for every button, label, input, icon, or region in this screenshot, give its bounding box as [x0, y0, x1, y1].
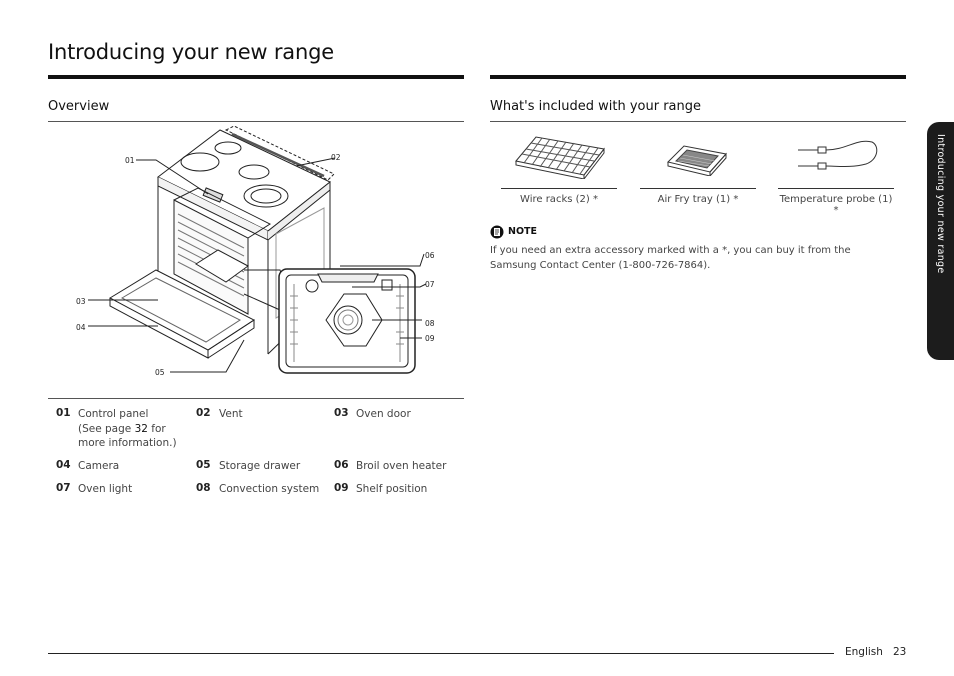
legend-item-01: Control panel (See page 32 for more info… [78, 407, 188, 451]
legend-num-04: 04 [56, 459, 71, 471]
legend-ref-pre: (See page [78, 422, 135, 435]
left-title-rule [48, 75, 464, 79]
footer-page-number: 23 [893, 646, 907, 658]
accessory-label-wire-racks: Wire racks (2) * [520, 194, 598, 205]
accessory-rule-3 [778, 188, 894, 189]
callout-03: 03 [76, 297, 86, 306]
callout-01: 01 [125, 156, 135, 165]
overview-heading: Overview [48, 99, 110, 114]
side-tab[interactable]: Introducing your new range [927, 122, 954, 360]
legend-label-08: Convection system [219, 483, 320, 495]
accessory-label-air-fry-tray: Air Fry tray (1) * [657, 194, 739, 205]
legend-num-07: 07 [56, 482, 71, 494]
callout-06: 06 [425, 251, 435, 260]
callout-08: 08 [425, 319, 435, 328]
legend-label-02: Vent [219, 408, 243, 420]
note-title: NOTE [508, 226, 537, 237]
range-diagram: 01 02 03 04 05 06 07 08 09 [76, 125, 435, 377]
air-fry-tray-icon [667, 145, 727, 176]
footer-rule [48, 653, 834, 654]
legend-ref-post: for [147, 422, 166, 435]
callout-02: 02 [331, 153, 341, 162]
legend-num-02: 02 [196, 407, 211, 419]
legend-num-08: 08 [196, 482, 211, 494]
included-heading: What's included with your range [490, 99, 701, 114]
legend-label-04: Camera [78, 460, 120, 472]
legend-num-06: 06 [334, 459, 349, 471]
legend-label-06: Broil oven heater [356, 460, 447, 472]
temperature-probe-icon [798, 140, 878, 170]
note-icon [490, 225, 504, 239]
right-title-rule [490, 75, 906, 79]
legend-num-05: 05 [196, 459, 211, 471]
legend-label-09: Shelf position [356, 483, 428, 495]
legend-num-01: 01 [56, 407, 71, 419]
page-link-32[interactable]: 32 [134, 422, 148, 435]
callout-05: 05 [155, 368, 165, 377]
legend-num-03: 03 [334, 407, 349, 419]
accessory-rule-2 [640, 188, 756, 189]
legend-label-03: Oven door [356, 408, 411, 420]
callout-04: 04 [76, 323, 86, 332]
legend-ref-line: (See page 32 for [78, 422, 188, 437]
accessory-label-temperature-probe: Temperature probe (1) * [779, 194, 893, 216]
page-title: Introducing your new range [48, 40, 334, 64]
footer-language: English [845, 646, 883, 658]
included-rule [490, 121, 906, 122]
legend-label-05: Storage drawer [219, 460, 301, 472]
callout-09: 09 [425, 334, 435, 343]
legend-label-07: Oven light [78, 483, 133, 495]
legend-num-09: 09 [334, 482, 349, 494]
side-tab-label: Introducing your new range [935, 134, 946, 274]
callout-07: 07 [425, 280, 435, 289]
legend-rule [48, 398, 464, 399]
accessory-rule-1 [501, 188, 617, 189]
note-body: If you need an extra accessory marked wi… [490, 245, 851, 271]
wire-rack-icon [515, 136, 605, 179]
overview-rule [48, 121, 464, 122]
legend-label-01: Control panel [78, 408, 149, 420]
legend-ref-tail: more information.) [78, 437, 177, 449]
